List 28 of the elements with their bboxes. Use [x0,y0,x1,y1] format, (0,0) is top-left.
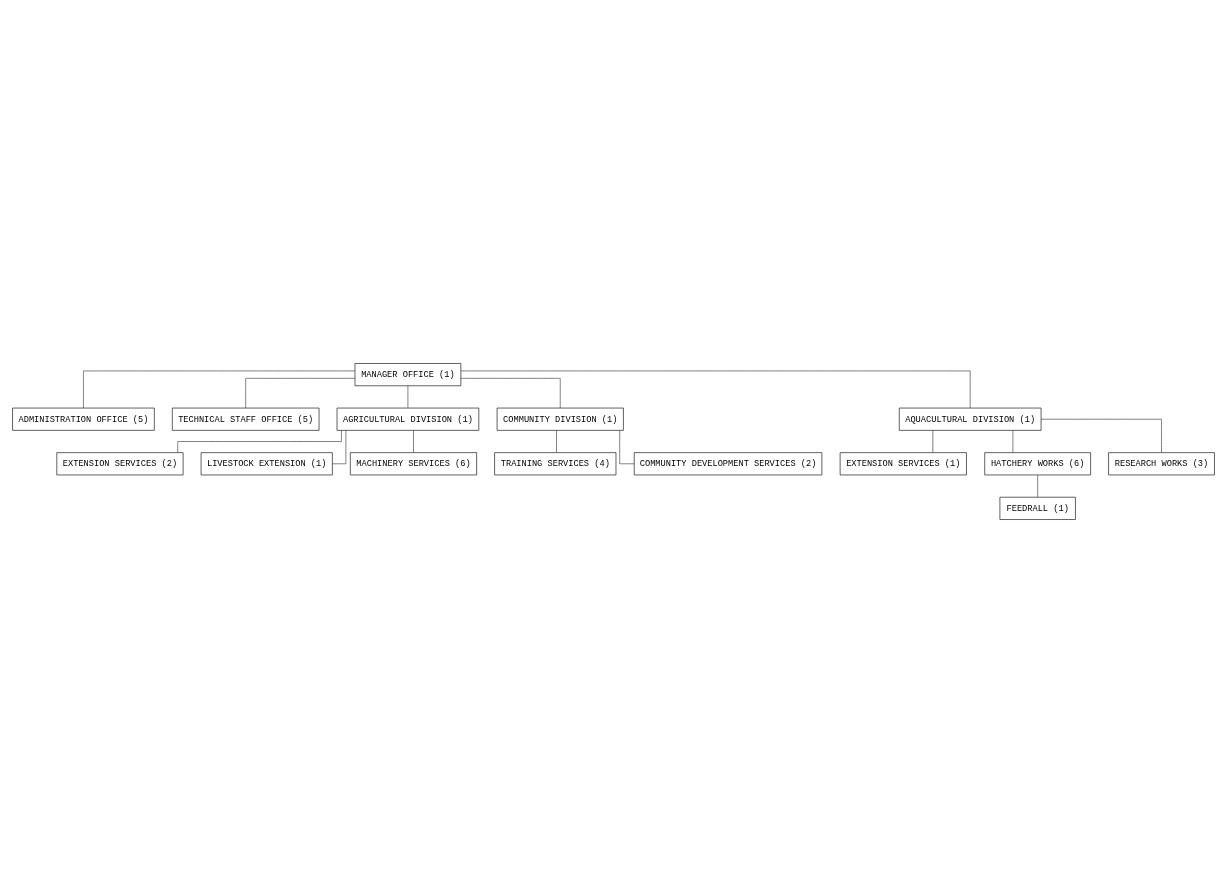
node-box: TECHNICAL STAFF OFFICE (5) [172,407,320,431]
node-box: MACHINERY SERVICES (6) [350,451,477,475]
node-box: EXTENSION SERVICES (2) [56,451,184,475]
node-box: LIVESTOCK EXTENSION (1) [200,451,333,475]
node-box: HATCHERY WORKS (6) [984,451,1091,475]
node-box: COMMUNITY DIVISION (1) [496,407,624,431]
connector [332,429,347,464]
connector [1012,429,1014,453]
connector [177,429,342,453]
node-box: TRAINING SERVICES (4) [494,451,617,475]
node-box: FEEDRALL (1) [999,496,1076,520]
node-box: AQUACULTURAL DIVISION (1) [898,407,1042,431]
connector [932,429,934,453]
connector [1037,474,1038,497]
connector [460,377,561,408]
connector [413,429,414,453]
connector [245,377,356,408]
connector [556,429,557,453]
node-box: RESEARCH WORKS (3) [1108,451,1215,475]
node-box: EXTENSION SERVICES (1) [839,451,967,475]
node-box: AGRICULTURAL DIVISION (1) [336,407,480,431]
connector [407,385,409,408]
node-box: COMMUNITY DEVELOPMENT SERVICES (2) [633,451,823,475]
connector [1040,418,1162,453]
node-box: ADMINISTRATION OFFICE (5) [12,407,155,431]
connector [83,370,356,408]
connector [460,370,971,408]
node-box: MANAGER OFFICE (1) [354,362,462,386]
